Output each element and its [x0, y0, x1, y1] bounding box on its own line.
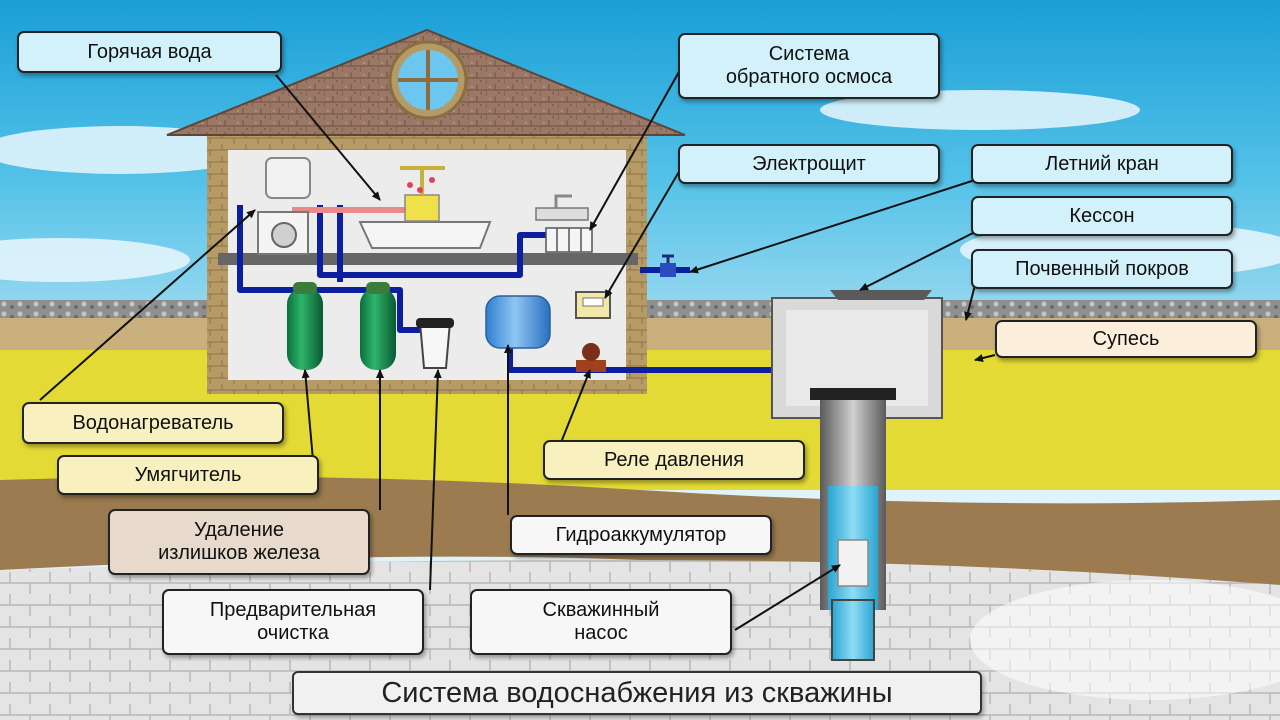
label-reverse-osmosis: Система обратного осмоса — [678, 33, 940, 99]
label-water-heater: Водонагреватель — [22, 402, 284, 444]
diagram-title: Система водоснабжения из скважины — [292, 671, 982, 715]
label-pressure-switch: Реле давления — [543, 440, 805, 480]
pointer-lines — [39, 69, 996, 631]
label-hot-water: Горячая вода — [17, 31, 282, 73]
electrical-panel-screen — [582, 297, 604, 307]
faucet — [554, 194, 572, 208]
sink — [535, 207, 589, 221]
osmosis-filter-dividers — [556, 228, 582, 252]
pre-filter-cap — [416, 318, 454, 328]
softener-tank — [287, 288, 323, 370]
label-iron-removal: Удаление излишков железа — [108, 509, 370, 575]
washing-machine-door — [271, 222, 297, 248]
label-accumulator: Гидроаккумулятор — [510, 515, 772, 555]
label-summer-tap: Летний кран — [971, 144, 1233, 184]
label-topsoil: Почвенный покров — [971, 249, 1233, 289]
well-shaft — [831, 599, 875, 661]
well-cap — [810, 388, 896, 400]
shower-fixture — [404, 194, 440, 222]
label-softener: Умягчитель — [57, 455, 319, 495]
summer-tap-valve — [660, 263, 676, 277]
iron-removal-valve — [366, 282, 390, 294]
accumulator-tank — [485, 295, 551, 349]
pre-filter — [418, 321, 452, 369]
pressure-switch — [576, 360, 606, 372]
caisson-lid — [830, 290, 932, 300]
label-electrical-panel: Электрощит — [678, 144, 940, 184]
well-pump — [837, 539, 869, 587]
water-drops — [407, 177, 435, 193]
water-heater — [265, 157, 311, 199]
label-well-pump: Скважинный насос — [470, 589, 732, 655]
stone-layer-haze — [970, 580, 1280, 700]
softener-valve — [293, 282, 317, 294]
bathtub — [358, 221, 492, 249]
label-caisson: Кессон — [971, 196, 1233, 236]
iron-removal-tank — [360, 288, 396, 370]
label-pre-filter: Предварительная очистка — [162, 589, 424, 655]
label-sandy-loam: Супесь — [995, 320, 1257, 358]
attic-window-frame — [398, 50, 458, 110]
summer-tap-handle — [662, 254, 674, 263]
pressure-switch-gauge — [582, 343, 600, 361]
